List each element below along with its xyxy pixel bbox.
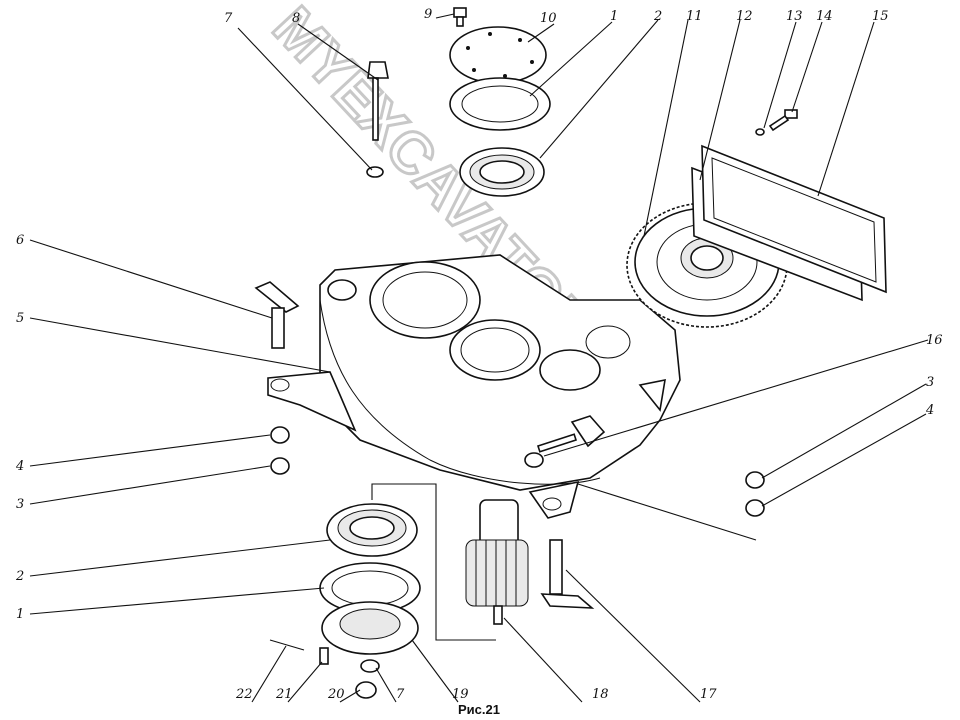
callout-17: 17 bbox=[700, 687, 717, 702]
callout-7-bottom: 7 bbox=[396, 687, 405, 702]
nut-part-4-right bbox=[745, 499, 765, 517]
screw-part-21 bbox=[319, 647, 329, 665]
cover-part-19 bbox=[321, 601, 419, 655]
cover-plate-part-10 bbox=[449, 26, 547, 84]
figure-caption: Рис.21 bbox=[458, 702, 500, 717]
bolt-part-14 bbox=[768, 109, 798, 132]
callout-9: 9 bbox=[424, 7, 432, 22]
pinion-shaft-part-18 bbox=[465, 499, 529, 625]
washer-part-7-lower bbox=[360, 659, 380, 673]
callout-14: 14 bbox=[816, 9, 833, 24]
screw-part-9 bbox=[453, 7, 467, 27]
cover-part-15 bbox=[701, 144, 887, 294]
callout-16: 16 bbox=[926, 333, 943, 348]
gearbox-housing bbox=[267, 254, 681, 519]
callout-1-top: 1 bbox=[610, 9, 618, 24]
callout-15: 15 bbox=[872, 9, 889, 24]
callout-20: 20 bbox=[327, 687, 345, 702]
callout-3-right: 3 bbox=[926, 375, 934, 390]
callout-18: 18 bbox=[592, 687, 609, 702]
callout-21: 21 bbox=[275, 687, 293, 702]
callout-2-top: 2 bbox=[653, 9, 662, 24]
callout-8: 8 bbox=[292, 11, 300, 26]
washer-part-13 bbox=[755, 128, 765, 136]
pin-part-6 bbox=[254, 281, 300, 349]
callout-6: 6 bbox=[16, 233, 24, 248]
callout-5: 5 bbox=[16, 311, 24, 326]
callout-3-left: 3 bbox=[16, 497, 24, 512]
bolt-part-16 bbox=[524, 415, 606, 468]
callout-19: 19 bbox=[452, 687, 469, 702]
assembly-line bbox=[371, 483, 496, 641]
callout-13: 13 bbox=[786, 9, 803, 24]
callout-12: 12 bbox=[736, 9, 753, 24]
bearing-part-2-lower bbox=[326, 503, 418, 557]
callout-4-right: 4 bbox=[925, 403, 934, 418]
bolt-part-17 bbox=[540, 539, 595, 609]
bearing-part-2-upper bbox=[459, 147, 545, 197]
gasket-part-1-upper bbox=[449, 77, 551, 131]
callout-1-bottom: 1 bbox=[16, 607, 24, 622]
callout-11: 11 bbox=[686, 9, 703, 24]
leader-lines bbox=[29, 13, 929, 703]
callout-2-bottom: 2 bbox=[15, 569, 24, 584]
washer-part-3-left bbox=[270, 457, 290, 475]
callout-22: 22 bbox=[235, 687, 253, 702]
washer-part-3-right bbox=[745, 471, 765, 489]
callout-10: 10 bbox=[540, 11, 557, 26]
callout-4-left: 4 bbox=[15, 459, 24, 474]
wire-part-22 bbox=[269, 639, 305, 651]
callout-7-top: 7 bbox=[224, 11, 233, 26]
nut-part-20 bbox=[355, 681, 377, 699]
nut-part-4-left bbox=[270, 426, 290, 444]
callout-labels: 7 8 9 10 1 2 11 12 13 14 15 6 5 16 3 4 4… bbox=[15, 7, 943, 702]
